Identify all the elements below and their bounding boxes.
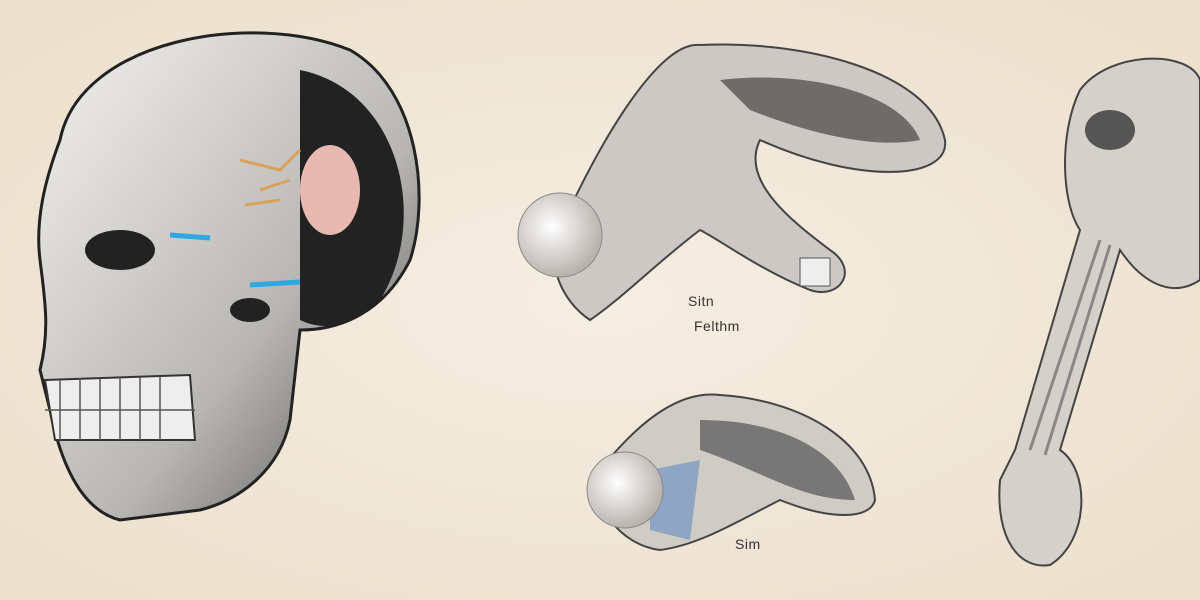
label-upper-small: Sitn xyxy=(688,293,715,309)
label-upper-large: Felthm xyxy=(694,318,740,334)
label-lower: Sim xyxy=(735,536,761,552)
skull-illustration xyxy=(37,31,421,522)
upper-bone-illustration xyxy=(517,43,947,322)
lower-bone-illustration xyxy=(586,393,877,552)
right-bone-illustration xyxy=(998,57,1200,567)
